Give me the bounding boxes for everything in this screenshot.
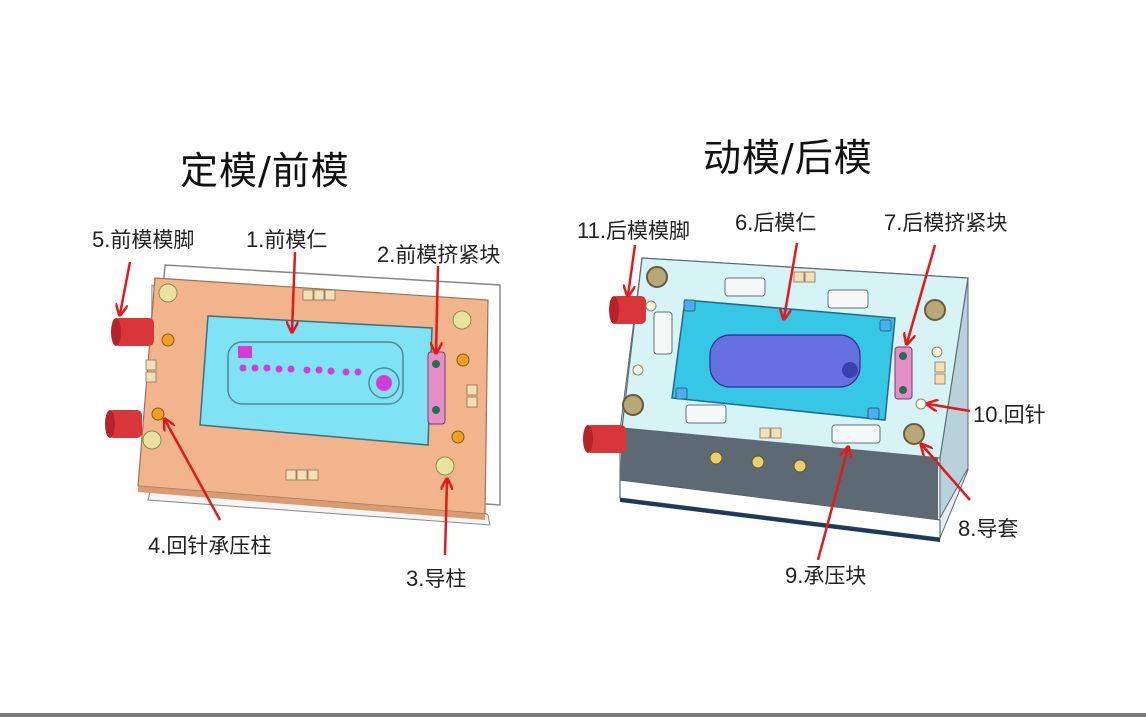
label-back-mold-leg: 11.后模模脚 <box>577 218 690 243</box>
front-mold-title: 定模/前模 <box>180 149 350 193</box>
label-pressure-block: 9.承压块 <box>785 563 867 588</box>
front-mold-illustration <box>105 264 501 526</box>
label-guide-pin: 3.导柱 <box>406 566 467 591</box>
label-return-pin: 10.回针 <box>973 402 1046 427</box>
label-back-lock-block: 7.后模挤紧块 <box>884 210 1008 235</box>
bottom-border <box>0 713 1146 717</box>
label-front-mold-leg: 5.前模模脚 <box>92 227 195 252</box>
label-front-lock-block: 2.前模挤紧块 <box>377 242 501 267</box>
label-return-pin-support: 4.回针承压柱 <box>148 533 272 558</box>
back-mold-title: 动模/后模 <box>703 136 873 180</box>
label-guide-bushing: 8.导套 <box>958 516 1019 541</box>
back-mold-illustration <box>583 257 969 542</box>
callout-arrows <box>120 242 971 561</box>
label-back-insert: 6.后模仁 <box>735 210 817 235</box>
label-front-insert: 1.前模仁 <box>246 227 328 252</box>
